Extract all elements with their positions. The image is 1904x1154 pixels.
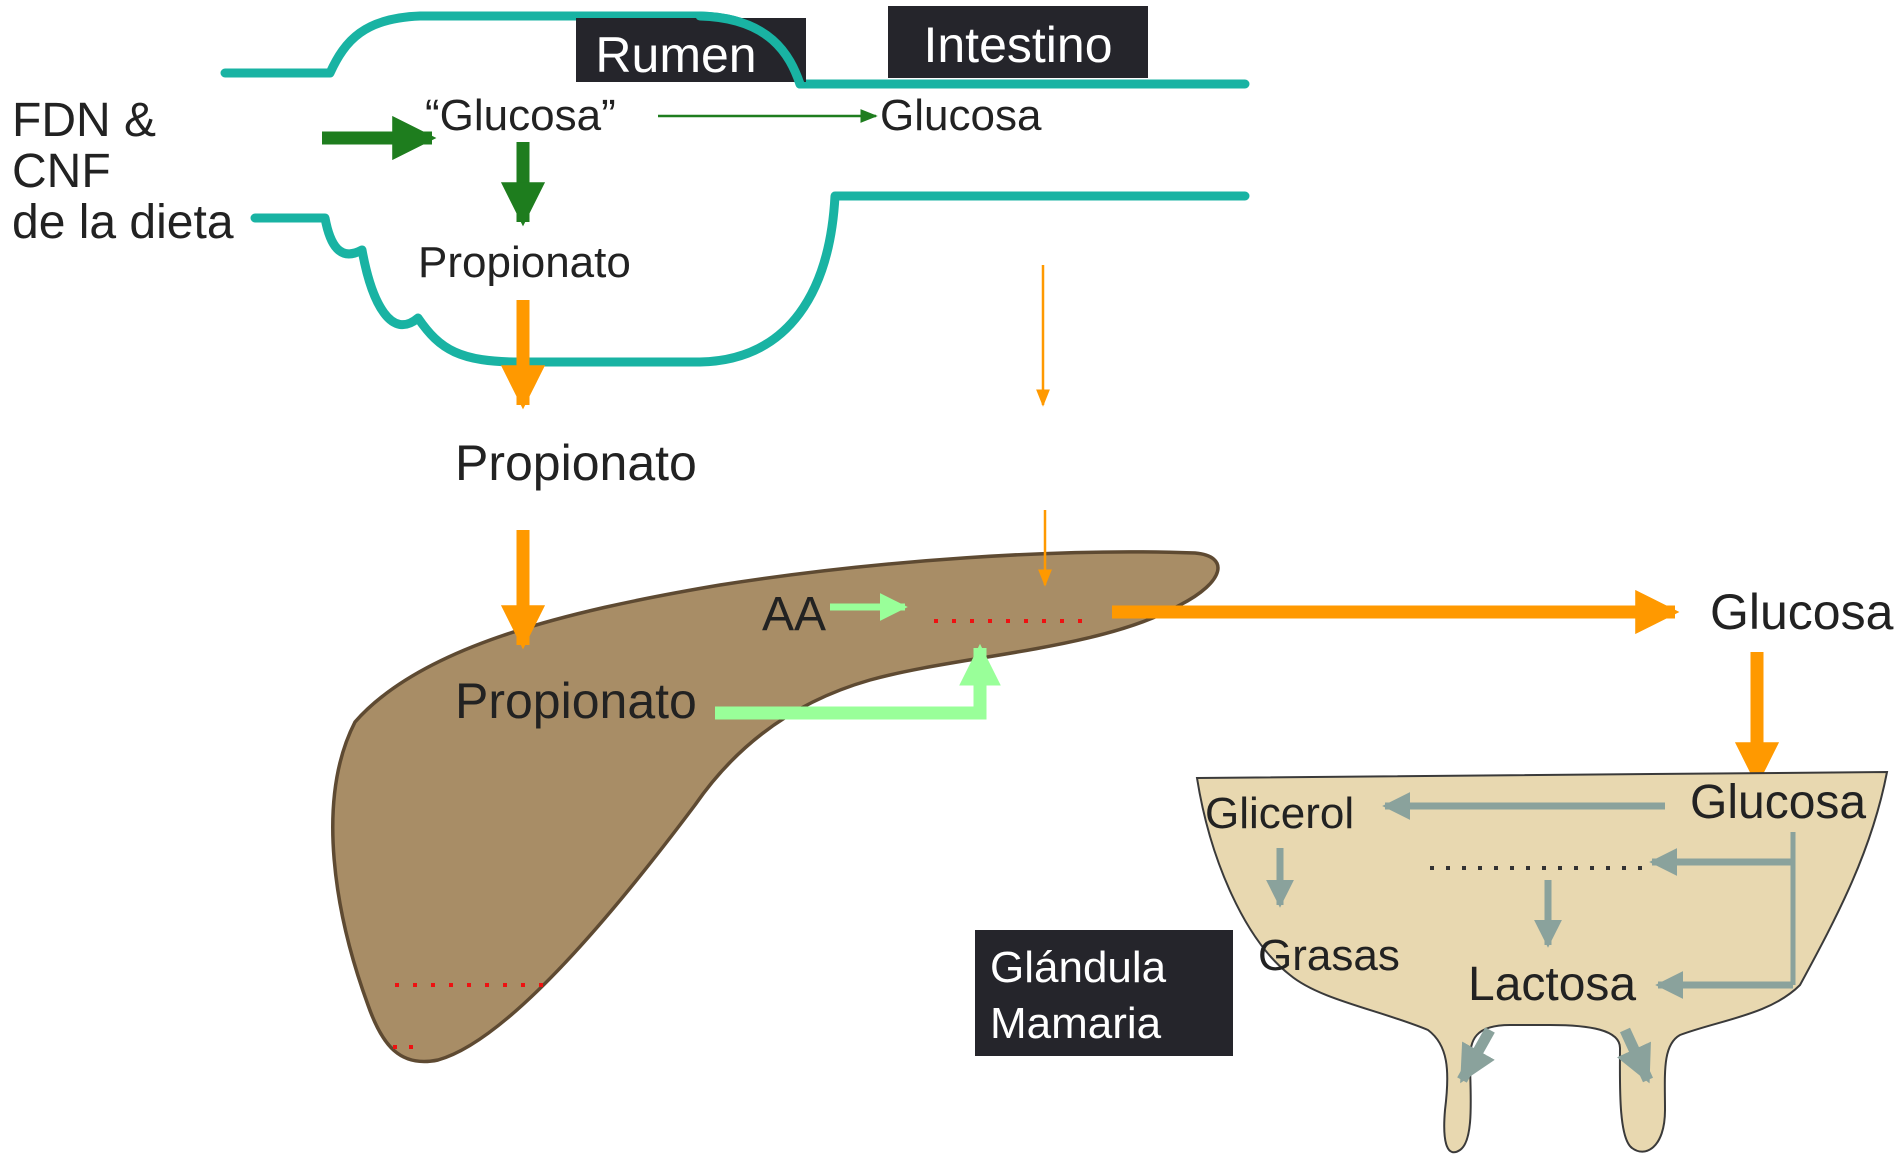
diet-label: FDN & CNF de la dieta xyxy=(12,94,234,249)
fats-label: Grasas xyxy=(1258,931,1400,980)
blood-glucose-label: Glucosa xyxy=(1710,584,1894,640)
rumen-title: Rumen xyxy=(595,27,756,83)
rumen-propionate-label: Propionato xyxy=(418,238,631,287)
lactose-label: Lactosa xyxy=(1468,958,1636,1011)
liver-propionate-label: Propionato xyxy=(455,673,697,729)
gland-title-line-1: Glándula xyxy=(990,943,1167,992)
gland-title-line-2: Mamaria xyxy=(990,999,1162,1048)
diet-line-3: de la dieta xyxy=(12,196,234,249)
aa-label: AA xyxy=(762,588,826,641)
gland-glucose-label: Glucosa xyxy=(1690,776,1866,829)
blood-propionate-label: Propionato xyxy=(455,435,697,491)
rumen-glucose-label: “Glucosa” xyxy=(425,91,616,140)
intestine-glucose-label: Glucosa xyxy=(880,91,1042,140)
diet-line-2: CNF xyxy=(12,145,111,198)
intestine-title: Intestino xyxy=(923,17,1112,73)
gut-lower-wall xyxy=(255,196,1245,362)
diet-line-1: FDN & xyxy=(12,94,156,147)
glycerol-label: Glicerol xyxy=(1205,789,1354,838)
